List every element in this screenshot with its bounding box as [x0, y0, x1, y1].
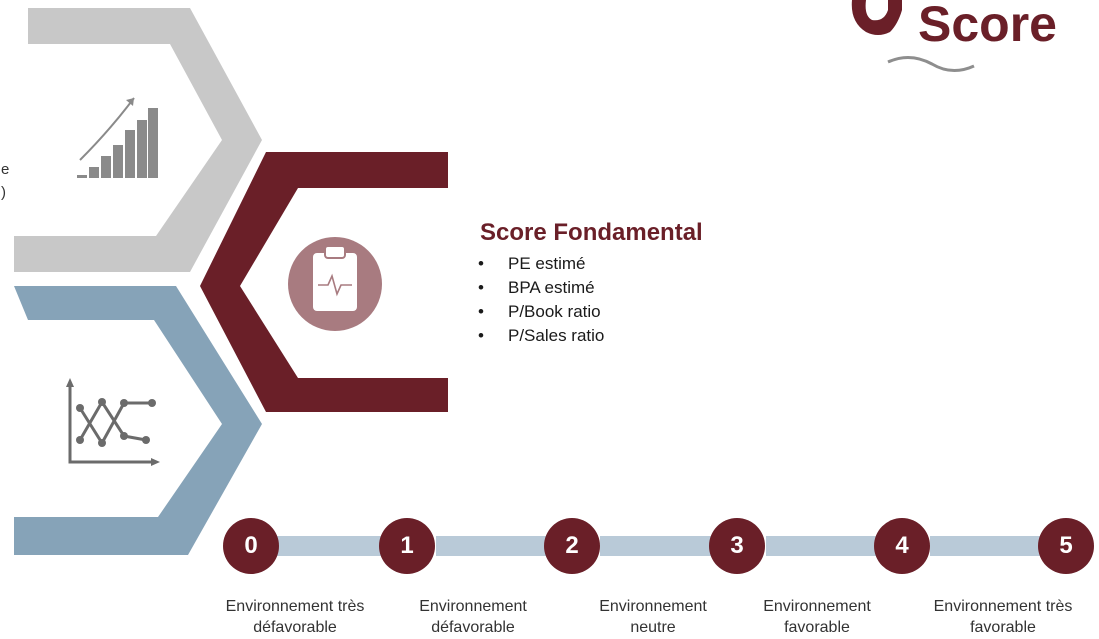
- scale-connector: [270, 536, 390, 556]
- clipboard-heartbeat-icon: [288, 237, 382, 331]
- bullet-icon: •: [478, 254, 484, 273]
- scale-step-1: 1: [379, 518, 435, 574]
- scale-connector: [436, 536, 556, 556]
- bullet-icon: •: [478, 326, 484, 345]
- scale-step-0: 0: [223, 518, 279, 574]
- scale-step-5: 5: [1038, 518, 1094, 574]
- list-item: • PE estimé: [478, 252, 604, 276]
- bullet-icon: •: [478, 278, 484, 297]
- list-item-label: BPA estimé: [508, 278, 595, 297]
- list-item-label: P/Book ratio: [508, 302, 601, 321]
- growth-bar-chart-icon: [77, 97, 158, 178]
- fundamental-list: • PE estimé • BPA estimé • P/Book ratio • P/…: [478, 252, 604, 348]
- maroon-chevron: [200, 152, 448, 412]
- logo-wordmark: Score: [918, 0, 1057, 52]
- logo-mark: [851, 0, 975, 72]
- scale-label-0: Environnement très défavorable: [225, 598, 365, 636]
- scale-label-1: Environnement défavorable: [419, 598, 527, 636]
- scale-label-3: Environnement favorable: [763, 598, 871, 636]
- section-title: Score Fondamental: [480, 219, 703, 246]
- scale-connector: [766, 536, 886, 556]
- scale-connector: [600, 536, 720, 556]
- line-chart-icon: [66, 378, 160, 466]
- list-item-label: PE estimé: [508, 254, 586, 273]
- list-item-label: P/Sales ratio: [508, 326, 605, 345]
- cut-text-1: e: [1, 161, 10, 178]
- scale-label-2: Environnement neutre: [599, 598, 707, 636]
- scale-step-2: 2: [544, 518, 600, 574]
- list-item: • P/Book ratio: [478, 300, 604, 324]
- scale-connector: [930, 536, 1050, 556]
- bullet-icon: •: [478, 302, 484, 321]
- cut-text-2: ): [1, 184, 6, 201]
- list-item: • BPA estimé: [478, 276, 604, 300]
- blue-chevron: [14, 286, 262, 555]
- list-item: • P/Sales ratio: [478, 324, 604, 348]
- scale-step-3: 3: [709, 518, 765, 574]
- scale-label-4: Environnement très favorable: [933, 598, 1073, 636]
- scale-step-4: 4: [874, 518, 930, 574]
- grey-chevron: [14, 8, 262, 272]
